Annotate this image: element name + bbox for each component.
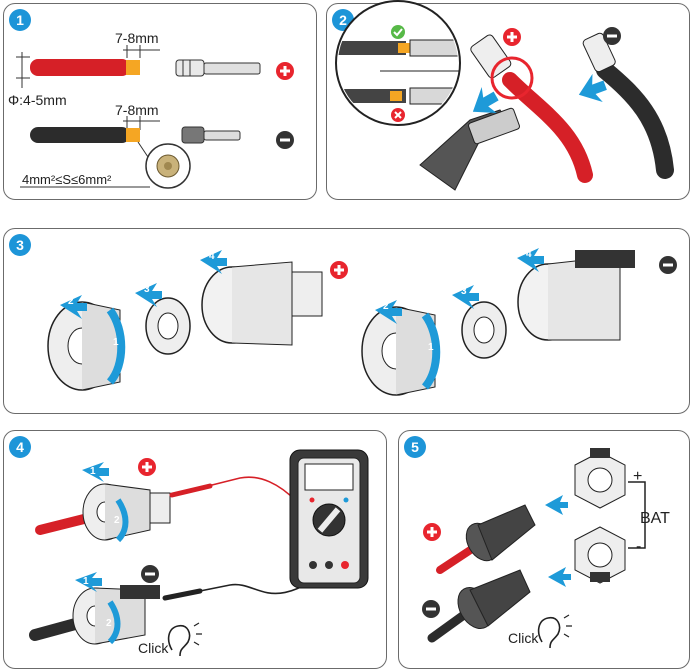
positive-icon <box>423 523 441 541</box>
callout-1-top: 1 <box>90 466 96 477</box>
red-cable-stripped <box>30 59 140 76</box>
negative-icon <box>141 565 159 583</box>
negative-connector-assembled <box>29 585 160 645</box>
strip-length-negative-label: 7-8mm <box>115 102 159 118</box>
insert-arrow-positive <box>472 87 499 113</box>
callout-1-bottom: 1 <box>83 576 89 587</box>
rotate-arrow-1-right <box>421 312 441 390</box>
callout-3-right: 3 <box>461 286 467 297</box>
bat-label: BAT <box>640 510 670 527</box>
rotate-arrow-2-bottom <box>107 600 121 645</box>
positive-icon <box>330 261 348 279</box>
insert-arrow-positive <box>545 495 568 515</box>
callout-2-left: 2 <box>68 296 74 307</box>
multimeter <box>289 449 369 589</box>
callout-3-left: 3 <box>144 284 150 295</box>
callout-4-right: 4 <box>526 249 532 260</box>
crimping-tool <box>419 107 520 191</box>
black-cable-crimping <box>582 32 674 179</box>
step5-badge: 5 <box>404 436 426 458</box>
callout-arrow-1-bottom <box>75 572 102 592</box>
positive-connector-exploded <box>47 261 323 391</box>
positive-icon <box>276 62 294 80</box>
positive-contact-pin <box>175 59 261 77</box>
callout-2-right: 2 <box>383 301 389 312</box>
callout-2-bottom: 2 <box>106 618 112 629</box>
bat-plus-sign: + <box>633 468 643 485</box>
ear-icon <box>537 614 572 649</box>
callout-left <box>60 250 227 319</box>
red-cable-crimping <box>470 34 593 183</box>
insert-arrow-negative <box>548 567 571 587</box>
strip-length-positive-label: 7-8mm <box>115 30 159 46</box>
positive-connector-assembled <box>35 483 171 541</box>
insert-arrow-negative <box>578 73 607 103</box>
callout-right <box>375 248 544 324</box>
diameter-label: Φ:4-5mm <box>8 92 67 108</box>
callout-4-left: 4 <box>209 251 215 262</box>
cross-section-label: 4mm²≤S≤6mm² <box>22 172 112 187</box>
positive-plug <box>436 504 536 574</box>
click-label-step4: Click <box>138 640 169 656</box>
negative-icon <box>603 27 621 45</box>
negative-icon <box>659 256 677 274</box>
negative-icon <box>422 600 440 618</box>
negative-contact-pin <box>181 126 241 144</box>
step4-badge: 4 <box>9 436 31 458</box>
battery-socket-positive <box>574 448 626 509</box>
negative-connector-exploded <box>361 250 635 396</box>
bat-bracket <box>628 481 646 549</box>
ear-icon <box>167 622 202 657</box>
battery-socket-negative <box>574 526 626 584</box>
step3-badge: 3 <box>9 234 31 256</box>
callout-arrow-1-top <box>82 462 109 482</box>
black-cable-stripped <box>30 127 140 143</box>
callout-2-top: 2 <box>114 515 120 526</box>
callout-1-left: 1 <box>113 337 119 348</box>
positive-icon <box>138 458 156 476</box>
step1-badge: 1 <box>9 9 31 31</box>
click-label-step5: Click <box>508 630 539 646</box>
rotate-arrow-1-left <box>106 307 126 385</box>
callout-1-right: 1 <box>428 342 434 353</box>
bat-minus-sign: - <box>636 538 642 555</box>
positive-icon <box>503 28 521 46</box>
negative-plug <box>427 569 531 643</box>
crimp-detail-magnifier <box>335 0 461 126</box>
rotate-arrow-2-top <box>115 498 129 543</box>
strand-zoom-circle <box>20 141 191 189</box>
negative-icon <box>276 131 294 149</box>
